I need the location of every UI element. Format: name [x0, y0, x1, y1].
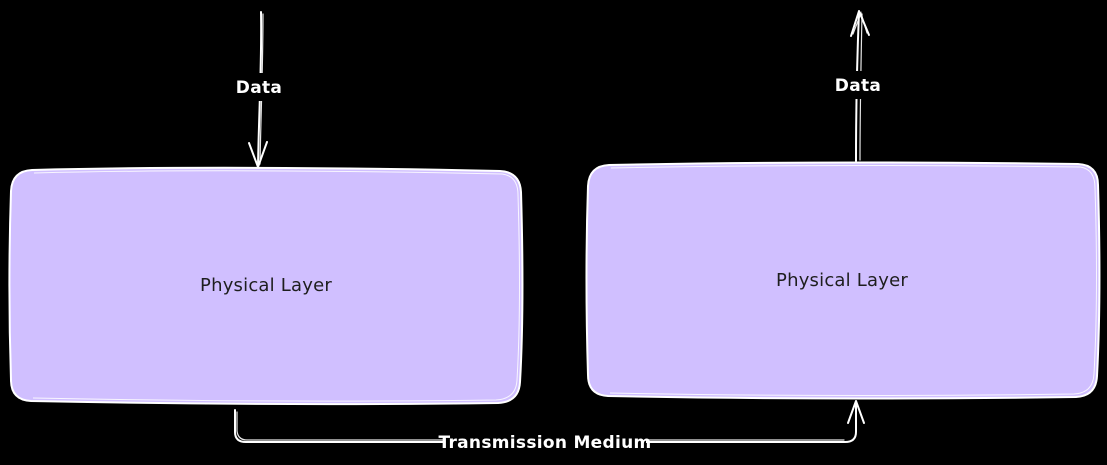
output-data-arrow[interactable]: Data — [828, 10, 888, 162]
input-data-label: Data — [236, 78, 282, 98]
output-data-label: Data — [835, 76, 881, 96]
sender-physical-layer-box[interactable]: Physical Layer — [8, 166, 524, 406]
transmission-medium-label: Transmission Medium — [438, 433, 651, 453]
receiver-physical-layer-box[interactable]: Physical Layer — [585, 161, 1101, 400]
transmission-medium-arrow[interactable]: Transmission Medium — [234, 400, 865, 455]
sender-physical-layer-label: Physical Layer — [200, 275, 332, 296]
receiver-physical-layer-label: Physical Layer — [776, 270, 908, 291]
input-data-arrow[interactable]: Data — [228, 11, 288, 168]
